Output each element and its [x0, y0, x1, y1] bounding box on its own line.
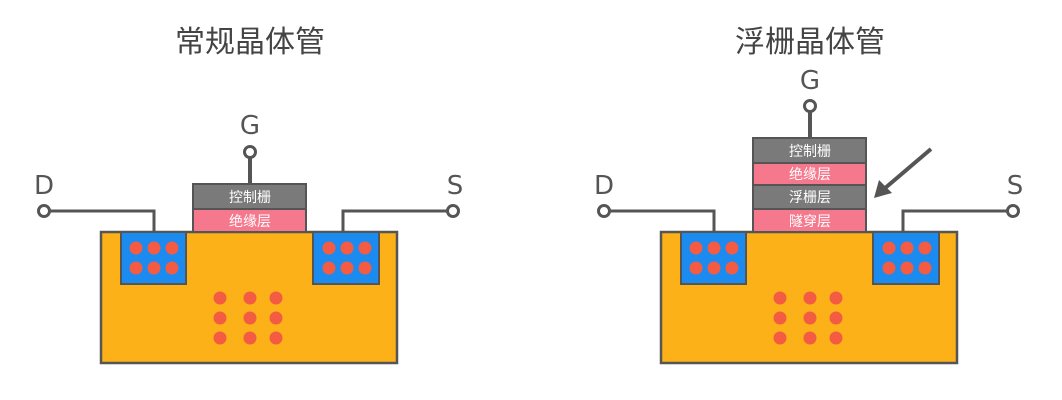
layer-label: 隧穿层 — [789, 214, 831, 230]
drain-terminal — [37, 204, 51, 218]
carrier-dot — [213, 311, 227, 325]
diagram-title: 常规晶体管 — [175, 25, 325, 60]
layer-label: 绝缘层 — [229, 214, 271, 230]
carrier-dot — [213, 331, 227, 345]
carrier-dot — [165, 261, 179, 275]
carrier-dot — [322, 261, 336, 275]
gate-terminal — [803, 99, 817, 113]
source-well — [872, 231, 940, 285]
layer-label: 浮栅层 — [789, 190, 831, 206]
carrier-dot — [243, 331, 257, 345]
floating-gate-transistor: 浮栅晶体管 控制栅 绝缘层 浮栅层 隧穿层 G D S — [594, 25, 1024, 365]
drain-wire — [609, 209, 716, 232]
carrier-dot — [725, 261, 739, 275]
carrier-dot — [269, 331, 283, 345]
diagram-title: 浮栅晶体管 — [735, 25, 885, 60]
carrier-dot — [773, 331, 787, 345]
source-wire — [901, 209, 1008, 232]
carrier-dot — [322, 241, 336, 255]
carrier-dot — [725, 241, 739, 255]
carrier-dot — [829, 311, 843, 325]
drain-terminal — [597, 204, 611, 218]
gate-label: G — [800, 66, 820, 96]
carriers — [129, 241, 372, 345]
carrier-dot — [829, 331, 843, 345]
carrier-dot — [882, 261, 896, 275]
layer-label: 控制栅 — [789, 144, 831, 160]
floating-gate-layer — [752, 184, 867, 210]
carrier-dot — [803, 291, 817, 305]
carrier-dot — [773, 311, 787, 325]
source-well — [312, 231, 380, 285]
carrier-dot — [340, 241, 354, 255]
carrier-dot — [243, 311, 257, 325]
tunnel-layer — [752, 208, 867, 233]
carrier-dot — [689, 261, 703, 275]
layer-label: 绝缘层 — [789, 167, 831, 183]
drain-well — [120, 231, 187, 285]
source-label: S — [1007, 171, 1024, 201]
carrier-dot — [882, 241, 896, 255]
drain-label: D — [594, 171, 614, 201]
carrier-dot — [689, 241, 703, 255]
carrier-dot — [269, 311, 283, 325]
carrier-dot — [900, 261, 914, 275]
drain-wire — [49, 209, 156, 232]
carrier-dot — [918, 241, 932, 255]
carrier-dot — [803, 331, 817, 345]
carrier-dot — [147, 241, 161, 255]
carrier-dot — [358, 261, 372, 275]
carrier-dot — [358, 241, 372, 255]
gate-terminal — [243, 145, 257, 159]
carrier-dot — [803, 311, 817, 325]
source-label: S — [447, 171, 464, 201]
gate-label: G — [240, 111, 260, 141]
drain-label: D — [34, 171, 54, 201]
carrier-dot — [918, 261, 932, 275]
drain-well — [680, 231, 747, 285]
carrier-dot — [129, 261, 143, 275]
insulator-layer — [192, 208, 307, 233]
source-terminal — [446, 204, 460, 218]
carriers — [689, 241, 932, 345]
carrier-dot — [243, 291, 257, 305]
carrier-dot — [829, 291, 843, 305]
carrier-dot — [269, 291, 283, 305]
carrier-dot — [707, 241, 721, 255]
carrier-dot — [900, 241, 914, 255]
arrow-icon — [874, 147, 933, 198]
carrier-dot — [129, 241, 143, 255]
carrier-dot — [773, 291, 787, 305]
carrier-dot — [147, 261, 161, 275]
layer-label: 控制栅 — [229, 190, 271, 206]
control-gate-layer — [192, 183, 307, 210]
carrier-dot — [213, 291, 227, 305]
carrier-dot — [165, 241, 179, 255]
conventional-transistor: 常规晶体管 控制栅 绝缘层 G D S — [34, 25, 464, 365]
source-wire — [341, 209, 448, 232]
carrier-dot — [340, 261, 354, 275]
source-terminal — [1006, 204, 1020, 218]
carrier-dot — [707, 261, 721, 275]
